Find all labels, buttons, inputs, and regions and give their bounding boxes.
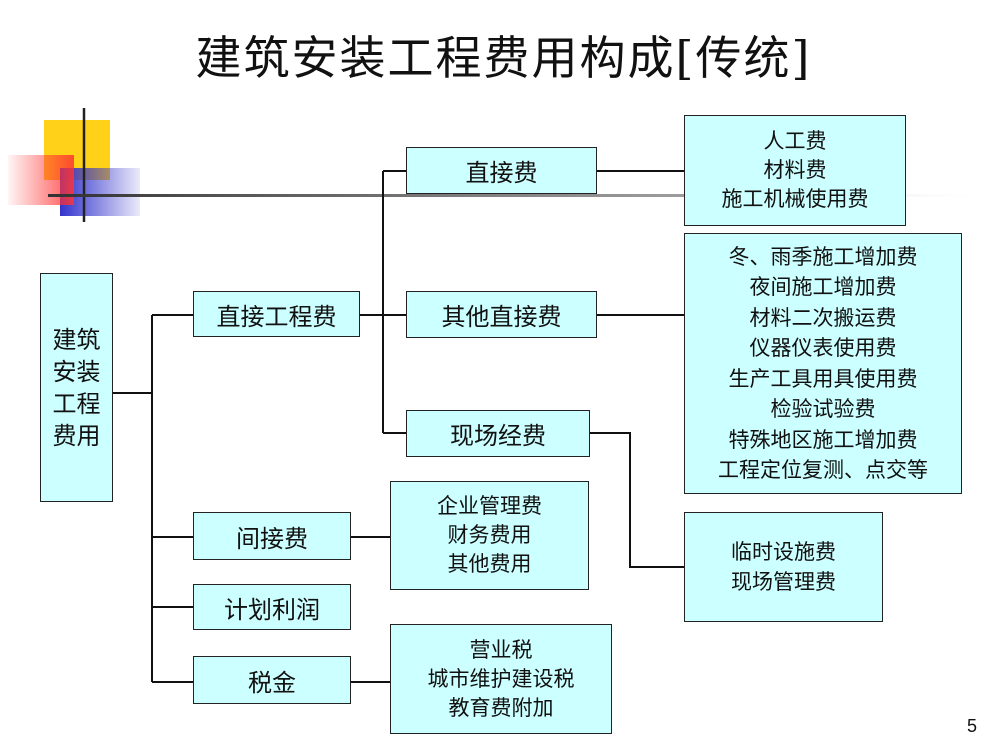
box-direct-cost-items: 人工费 材料费 施工机械使用费 <box>684 115 906 226</box>
detail-item: 人工费 <box>763 129 827 153</box>
decorative-corner-graphic <box>8 108 988 222</box>
detail-item: 城市维护建设税 <box>427 666 575 691</box>
box-label: 现场经费 <box>450 422 546 450</box>
box-indirect-cost: 间接费 <box>193 512 351 560</box>
box-label: 间接费 <box>236 524 308 553</box>
box-label: 其他直接费 <box>441 303 562 331</box>
root-line: 工程 <box>52 389 101 418</box>
detail-item: 财务费用 <box>447 523 532 547</box>
box-tax-items: 营业税 城市维护建设税 教育费附加 <box>390 624 612 734</box>
detail-item: 材料二次搬运费 <box>749 305 897 330</box>
box-other-direct-cost: 其他直接费 <box>406 291 597 338</box>
detail-item: 企业管理费 <box>437 494 542 518</box>
box-tax: 税金 <box>193 656 351 704</box>
root-box-building-installation-cost: 建筑 安装 工程 费用 <box>40 273 113 502</box>
box-label: 计划利润 <box>224 595 320 624</box>
detail-item: 其他费用 <box>447 552 532 576</box>
box-site-expense: 现场经费 <box>406 410 590 457</box>
box-other-direct-items: 冬、雨季施工增加费 夜间施工增加费 材料二次搬运费 仪器仪表使用费 生产工具用具… <box>684 233 962 494</box>
box-label: 税金 <box>248 668 296 697</box>
box-planned-profit: 计划利润 <box>193 584 351 630</box>
box-indirect-items: 企业管理费 财务费用 其他费用 <box>390 481 589 590</box>
detail-item: 生产工具用具使用费 <box>728 366 918 391</box>
page-title: 建筑安装工程费用构成[传统] <box>195 31 812 85</box>
detail-item: 冬、雨季施工增加费 <box>728 244 918 269</box>
detail-item: 检验试验费 <box>770 397 876 421</box>
root-line: 费用 <box>52 421 101 450</box>
root-line: 建筑 <box>52 325 101 354</box>
root-line: 安装 <box>52 357 101 386</box>
page-number: 5 <box>966 716 977 736</box>
detail-item: 现场管理费 <box>731 570 836 594</box>
box-site-expense-items: 临时设施费 现场管理费 <box>684 512 883 622</box>
detail-item: 材料费 <box>763 158 827 182</box>
box-label: 直接费 <box>465 159 538 187</box>
detail-item: 仪器仪表使用费 <box>749 336 897 360</box>
detail-item: 施工机械使用费 <box>721 187 869 211</box>
detail-item: 工程定位复测、点交等 <box>718 458 928 482</box>
box-direct-cost: 直接费 <box>406 147 597 194</box>
detail-item: 营业税 <box>469 637 533 662</box>
detail-item: 临时设施费 <box>731 540 836 564</box>
detail-item: 教育费附加 <box>448 695 554 720</box>
deco-horizontal-line <box>48 194 988 197</box>
box-direct-engineering-cost: 直接工程费 <box>193 291 360 337</box>
detail-item: 特殊地区施工增加费 <box>728 427 918 452</box>
box-label: 直接工程费 <box>216 302 337 331</box>
detail-item: 夜间施工增加费 <box>749 275 897 299</box>
